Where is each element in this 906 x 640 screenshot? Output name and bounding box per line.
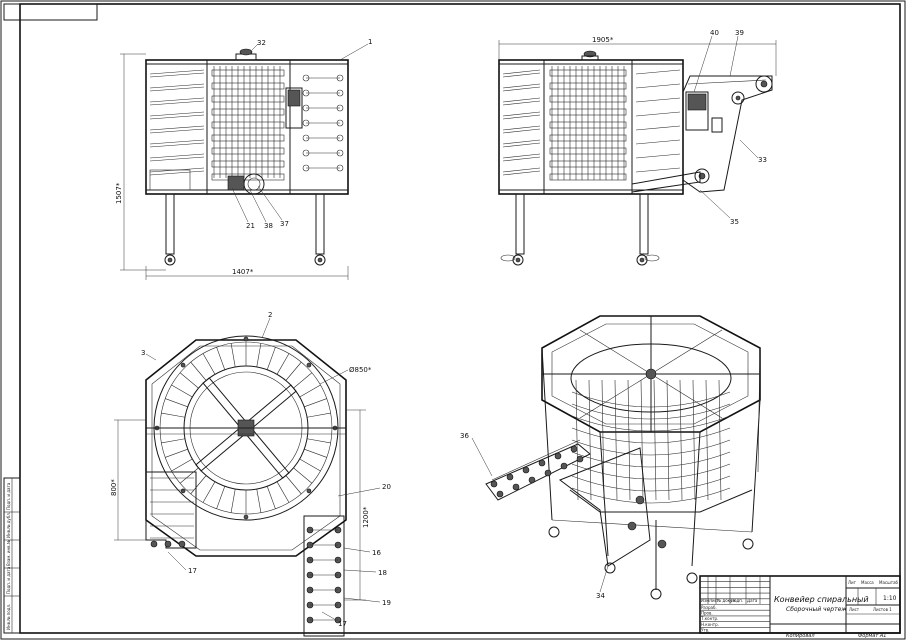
tb-role: Т.контр. (700, 616, 718, 621)
tb-lit-header: Лит (848, 580, 857, 585)
side-stamp: Инв.№ подл. Подп. и дата Взам. инв.№ Инв… (3, 477, 21, 634)
dim-side-width: 1905* (592, 36, 614, 44)
callout-38: 38 (264, 222, 273, 230)
tb-role: Пров. (701, 611, 713, 616)
side-stamp-5: Подп. и дата (6, 482, 11, 510)
dim-front-height: 1507* (115, 182, 123, 204)
callout-40: 40 (710, 29, 719, 37)
tb-title: Конвейер спиральный (774, 595, 869, 604)
sheet-inner-frame (19, 3, 901, 634)
format-label: Формат А1 (858, 633, 886, 639)
callout-17a: 17 (188, 567, 197, 575)
side-stamp-1: Инв.№ подл. (6, 604, 11, 630)
dim-plan-diameter: Ø850* (349, 366, 372, 374)
side-stamp-3: Взам. инв.№ (6, 540, 11, 566)
tb-mass-header: Масса (861, 580, 874, 585)
tb-change-col: Изм (701, 598, 709, 603)
side-stamp-2: Подп. и дата (6, 566, 11, 594)
side-view: 1905* 40 39 33 35 (498, 29, 777, 266)
front-trays-left (149, 69, 205, 176)
dim-plan-1200: 1200* (362, 506, 370, 528)
callout-20: 20 (382, 483, 391, 491)
tb-change-col: Дата (747, 598, 758, 603)
tb-change-col: Подп. (731, 598, 743, 603)
top-left-stamp-box (3, 3, 98, 21)
callout-32: 32 (257, 39, 266, 47)
callout-19: 19 (382, 599, 391, 607)
tb-scale-header: Масштаб (879, 580, 899, 585)
iso-spiral-tiers (571, 379, 731, 504)
front-view: 1407* 1507* 32 1 21 38 37 (115, 38, 372, 280)
callout-36: 36 (460, 432, 469, 440)
copied-label: Копировал (786, 633, 815, 639)
callout-35: 35 (730, 218, 739, 226)
tb-role: Н.контр. (701, 622, 719, 627)
plan-drum-ribs (154, 336, 338, 520)
callout-37: 37 (280, 220, 289, 228)
callout-16: 16 (372, 549, 381, 557)
callout-33: 33 (758, 156, 767, 164)
side-stamp-4: Инв.№ дубл. (6, 512, 11, 538)
plan-outfeed-conveyor (306, 526, 342, 624)
tb-sheet: Лист (849, 607, 860, 612)
plan-view: 800* 1200* Ø850* 2 3 20 16 18 19 17 17 (110, 311, 391, 637)
dim-plan-800: 800* (110, 479, 118, 496)
tb-change-col: № докум. (717, 598, 737, 603)
callout-3: 3 (141, 349, 145, 357)
side-trays (502, 66, 681, 181)
iso-conveyor-rollers (490, 445, 584, 498)
callout-21: 21 (246, 222, 255, 230)
callout-39: 39 (735, 29, 744, 37)
tb-subtitle: Сборочный чертеж (786, 606, 847, 613)
tb-sheets: Листов 1 (873, 607, 892, 612)
tb-change-col: Лист (709, 598, 720, 603)
callout-18: 18 (378, 569, 387, 577)
dim-front-width: 1407* (232, 268, 254, 276)
callout-2: 2 (268, 311, 272, 319)
callout-1: 1 (368, 38, 372, 46)
tb-role: Утв. (701, 627, 709, 632)
isometric-view: 36 34 (460, 315, 761, 600)
plan-infeed-conveyor (150, 477, 194, 548)
callout-34: 34 (596, 592, 605, 600)
tb-role: Разраб. (701, 605, 717, 610)
tb-scale-value: 1:10 (883, 595, 897, 602)
callout-17b: 17 (338, 620, 347, 628)
front-drive-rollers (149, 74, 344, 191)
front-trays-center (211, 66, 285, 181)
